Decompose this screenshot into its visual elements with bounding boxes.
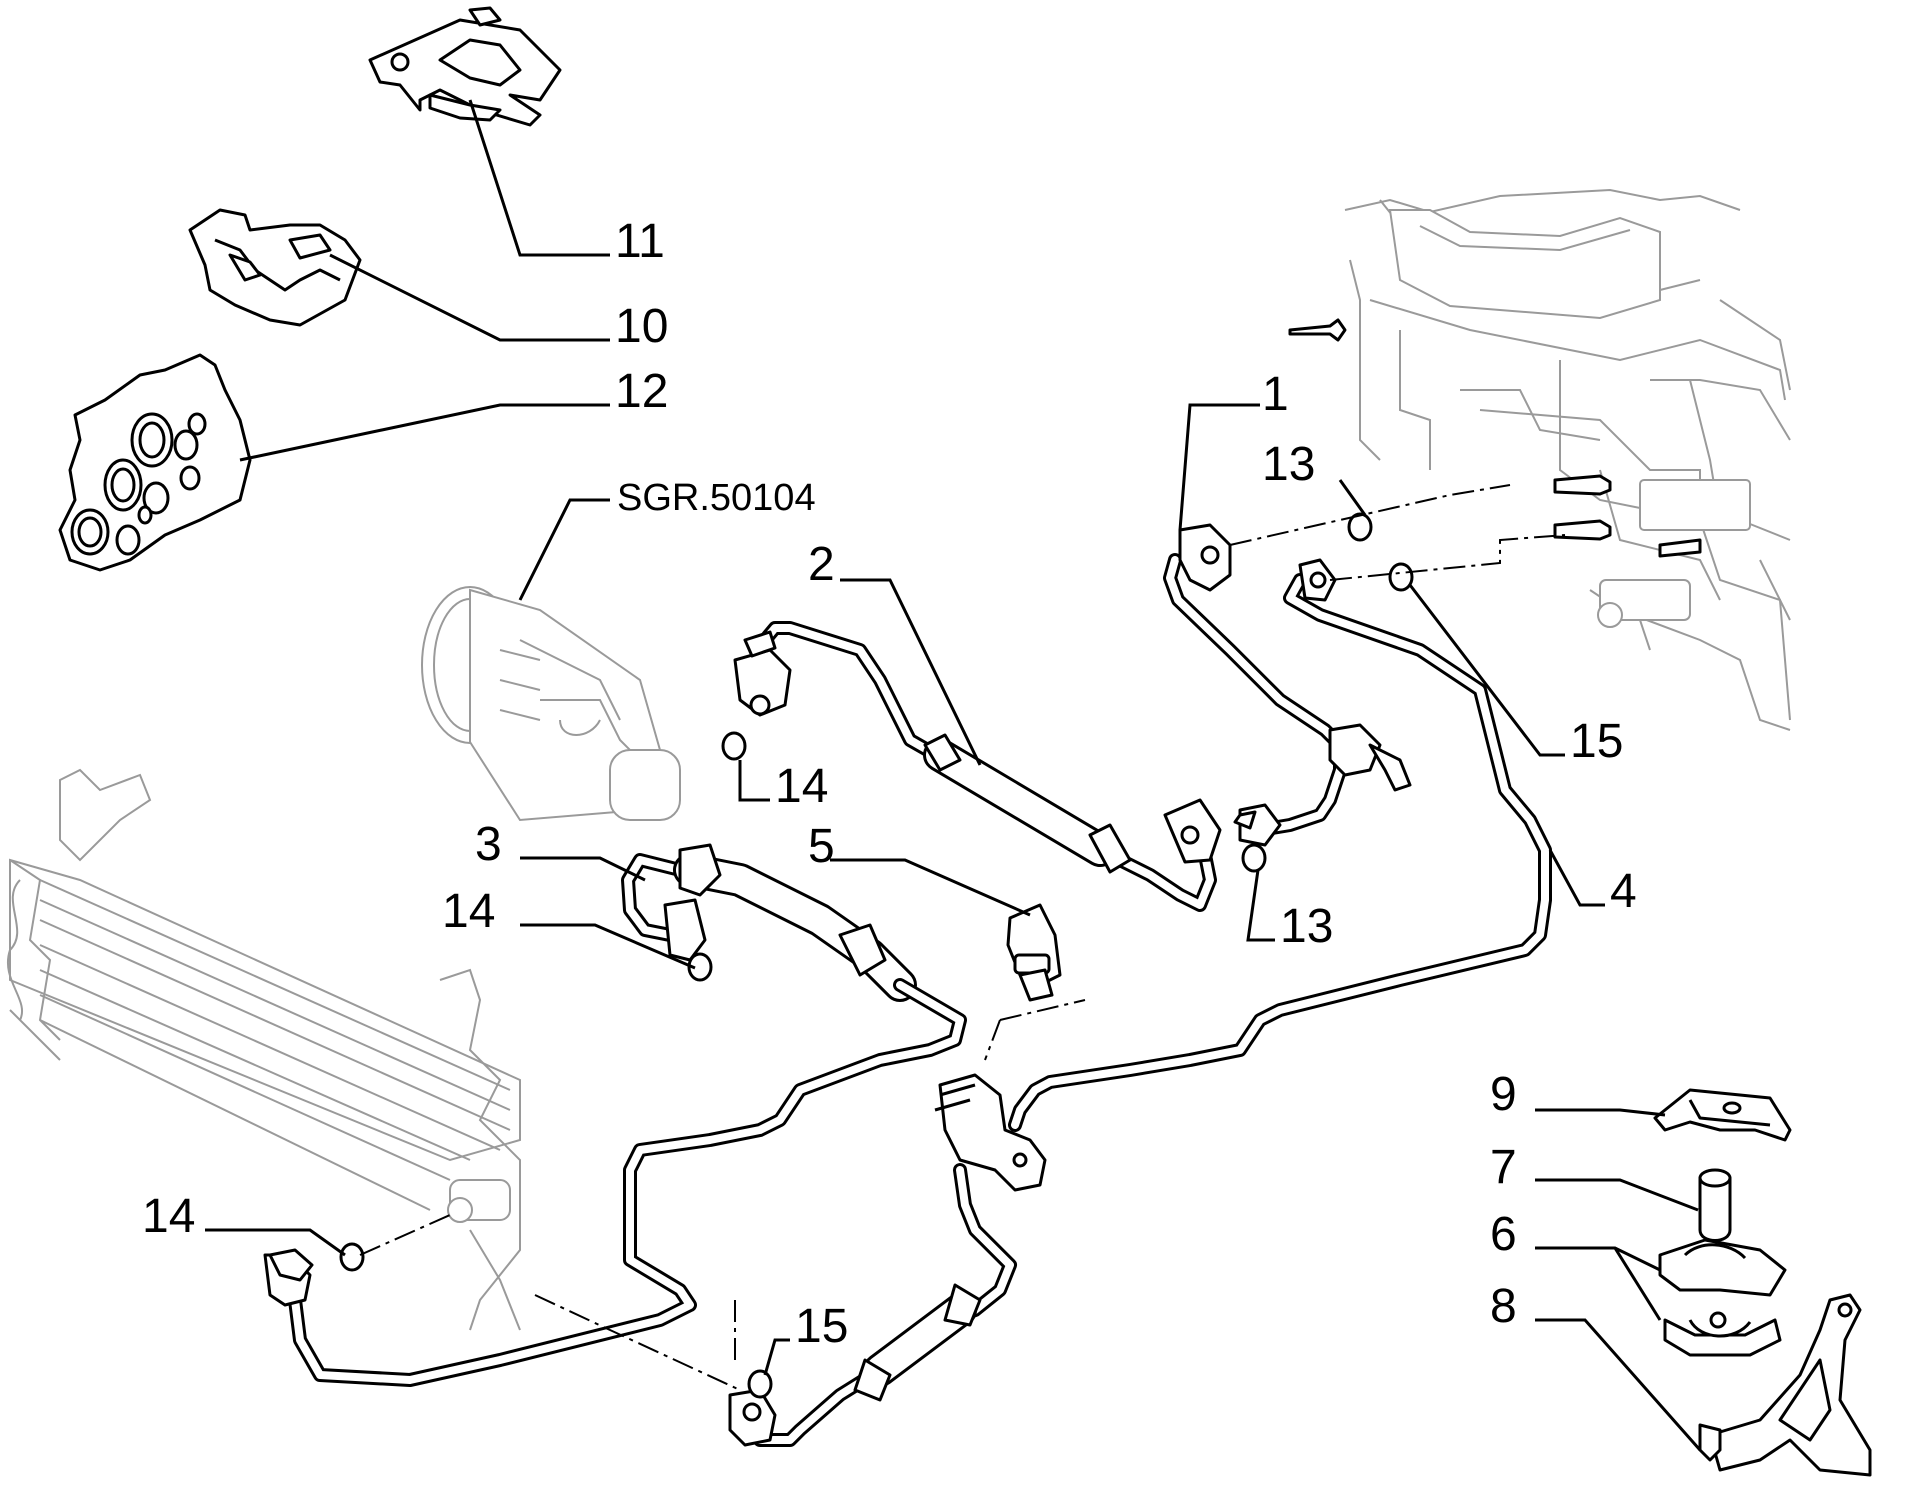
callout-1: 1 — [1262, 368, 1289, 421]
callout-7: 7 — [1490, 1141, 1517, 1194]
oring-14a — [721, 731, 747, 761]
callout-14-left: 14 — [142, 1190, 195, 1243]
callout-11: 11 — [615, 215, 665, 268]
part-11-clip — [368, 6, 562, 127]
part-8-bracket — [1698, 1293, 1872, 1477]
part-7-sleeve — [1698, 1168, 1732, 1242]
callout-14-mid: 14 — [442, 885, 495, 938]
part-9-clamp — [1653, 1088, 1792, 1142]
callout-13-top: 13 — [1262, 438, 1315, 491]
part-10-clip — [188, 208, 362, 327]
condenser-ghost — [7, 768, 521, 1331]
oring-14c — [339, 1242, 365, 1272]
part-12-gasket — [58, 353, 252, 572]
receiver-drier-line — [728, 1163, 1017, 1447]
leader-lines — [205, 99, 1702, 1451]
reference-code: SGR.50104 — [617, 477, 816, 519]
oring-13a — [1347, 512, 1373, 542]
part-6-damper — [1658, 1238, 1787, 1357]
o-rings — [339, 512, 1414, 1399]
junction-block — [934, 1073, 1047, 1192]
part-3-hose — [263, 843, 967, 1387]
callout-labels: 11 10 12 SGR.50104 1 13 2 15 14 3 5 13 4… — [142, 215, 1637, 1353]
callout-12: 12 — [615, 365, 668, 418]
callout-2: 2 — [808, 538, 835, 591]
evaporator-housing-ghost — [1288, 188, 1791, 731]
callout-15-bottom: 15 — [795, 1300, 848, 1353]
callout-4: 4 — [1610, 865, 1637, 918]
assembly-lines — [359, 484, 1566, 1391]
callout-15-right: 15 — [1570, 715, 1623, 768]
callout-3: 3 — [475, 818, 502, 871]
callout-6: 6 — [1490, 1208, 1517, 1261]
callout-8: 8 — [1490, 1280, 1517, 1333]
callout-13-bottom: 13 — [1280, 900, 1333, 953]
oring-13b — [1241, 843, 1267, 873]
part-2-pipe — [733, 621, 1222, 912]
compressor-ghost — [421, 586, 681, 822]
part-1-pipe — [1163, 523, 1412, 847]
oring-15b — [1388, 562, 1414, 592]
callout-9: 9 — [1490, 1068, 1517, 1121]
part-4-pipe — [1008, 558, 1552, 1132]
callout-14-top: 14 — [775, 760, 828, 813]
callout-10: 10 — [615, 300, 668, 353]
callout-5: 5 — [808, 820, 835, 873]
oring-15a — [747, 1369, 773, 1399]
part-5-pressure-switch — [1006, 903, 1062, 1002]
